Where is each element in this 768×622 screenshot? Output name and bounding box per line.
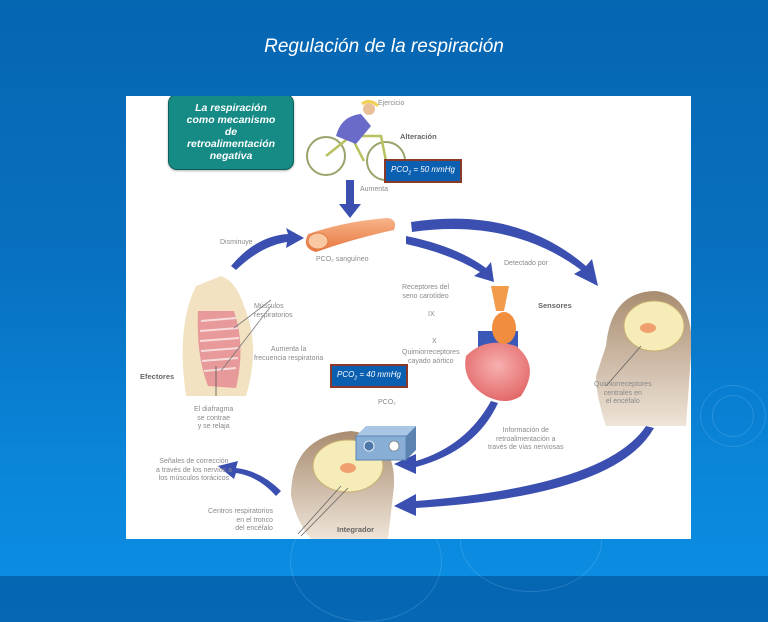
pco2-high-box: PCO2 = 50 mmHg [384,159,462,183]
label-detectado-por: Detectado por [504,260,548,267]
head-sensor-illustration [596,291,691,426]
callout-line: negativa [209,150,253,162]
callout-line: de [224,126,238,138]
pco2-normal-box: PCO2 = 40 mmHg [330,364,408,388]
label-ejercicio: Ejercicio [378,100,405,107]
diagram-graphics [182,99,691,539]
label-pco2-setpoint: PCO₂ [378,399,396,406]
pco2-setpoint-device [355,426,416,461]
torso-illustration [182,276,272,396]
heart-illustration [465,286,530,401]
arrow-curve-icon [406,236,494,282]
arrow-curve-icon [394,401,498,474]
label-pco2-sanguineo: PCO₂ sanguíneo [316,256,369,263]
arrow-curve-icon [411,218,598,286]
slide-title: Regulación de la respiración [264,36,504,57]
arrow-curve-icon [218,461,281,496]
diagram-panel: La respiración como mecanismo de retroal… [126,96,691,539]
label-nervio-ix: IX [428,311,435,318]
cyclist-illustration [306,99,406,181]
arrow-down-icon [339,180,361,218]
ripple-decoration [700,385,766,447]
label-integrador: Integrador [337,525,375,534]
label-alteracion: Alteración [400,132,437,141]
label-nervio-x: X [432,338,437,345]
label-aumenta: Aumenta [360,186,389,193]
arrow-curve-icon [394,426,654,516]
feedback-callout: La respiración como mecanismo de retroal… [168,96,294,170]
blood-vessel-illustration [305,218,396,252]
arrow-curve-icon [231,228,304,270]
callout-line: retroalimentación [186,138,276,150]
label-efectores: Efectores [140,372,175,381]
label-disminuye: Disminuye [220,239,253,246]
callout-line: como mecanismo [186,114,276,126]
label-sensores: Sensores [538,301,572,310]
callout-line: La respiración [195,102,267,114]
